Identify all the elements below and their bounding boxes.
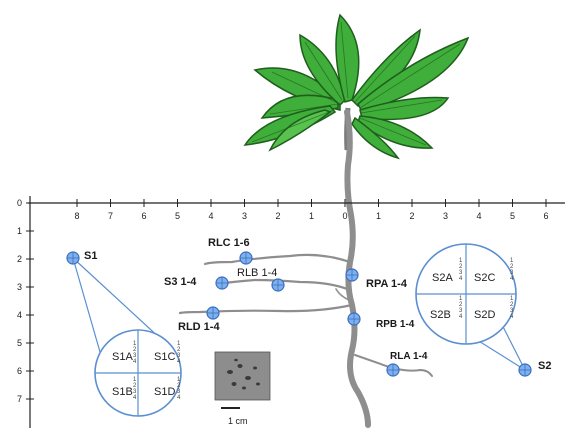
label-s1: S1 bbox=[84, 250, 97, 262]
x-tick-label: 5 bbox=[510, 211, 515, 221]
x-tick-label: 0 bbox=[342, 211, 347, 221]
cell-subtick-label: 1 bbox=[510, 296, 514, 302]
s2d-cell: S2D bbox=[474, 309, 495, 321]
lateral-root-rla bbox=[354, 354, 433, 377]
cell-subtick-label: 1 bbox=[177, 341, 181, 347]
s2b-cell: S2B bbox=[430, 309, 451, 321]
root-system bbox=[178, 109, 433, 428]
lateral-root-rld bbox=[178, 303, 354, 315]
cell-subtick-label: 2 bbox=[459, 302, 463, 308]
cell-subtick-label: 2 bbox=[177, 347, 181, 353]
cell-subtick-label: 1 bbox=[133, 341, 137, 347]
cell-subtick-label: 2 bbox=[133, 383, 137, 389]
x-tick-label: 6 bbox=[543, 211, 548, 221]
label-rla: RLA 1-4 bbox=[390, 351, 428, 362]
y-tick-label: 5 bbox=[17, 338, 22, 348]
cell-subtick-label: 4 bbox=[177, 359, 181, 365]
x-tick-label: 6 bbox=[141, 211, 146, 221]
cell-subtick-label: 3 bbox=[510, 270, 514, 276]
soil-sample-photo bbox=[214, 351, 271, 401]
cell-subtick-label: 4 bbox=[133, 395, 137, 401]
cell-subtick-label: 3 bbox=[133, 353, 137, 359]
cell-subtick-label: 1 bbox=[510, 258, 514, 264]
scale-label: 1 cm bbox=[228, 416, 248, 426]
cell-subtick-label: 3 bbox=[510, 308, 514, 314]
label-s2: S2 bbox=[538, 360, 551, 372]
leaf bbox=[335, 13, 360, 103]
label-s3: S3 1-4 bbox=[164, 276, 197, 288]
leaf bbox=[359, 96, 450, 121]
y-tick-label: 3 bbox=[17, 282, 22, 292]
x-tick-label: 4 bbox=[476, 211, 481, 221]
s2a-cell: S2A bbox=[432, 272, 453, 284]
x-tick-label: 3 bbox=[242, 211, 247, 221]
cell-subtick-label: 3 bbox=[177, 353, 181, 359]
y-tick-label: 0 bbox=[17, 198, 22, 208]
cell-subtick-label: 2 bbox=[510, 302, 514, 308]
cell-subtick-label: 1 bbox=[459, 258, 463, 264]
cell-subtick-label: 2 bbox=[177, 383, 181, 389]
cell-subtick-label: 1 bbox=[459, 296, 463, 302]
x-tick-label: 3 bbox=[443, 211, 448, 221]
label-rpa: RPA 1-4 bbox=[366, 278, 408, 290]
x-tick-label: 7 bbox=[108, 211, 113, 221]
x-tick-label: 2 bbox=[275, 211, 280, 221]
cell-subtick-label: 1 bbox=[133, 377, 137, 383]
cell-subtick-label: 4 bbox=[510, 314, 514, 320]
label-rld: RLD 1-4 bbox=[178, 321, 220, 333]
cell-subtick-label: 4 bbox=[133, 359, 137, 365]
label-rlc: RLC 1-6 bbox=[208, 237, 250, 249]
x-tick-label: 5 bbox=[175, 211, 180, 221]
plant-shoot bbox=[243, 13, 470, 160]
s1d-cell: S1D bbox=[154, 386, 175, 398]
y-tick-label: 2 bbox=[17, 254, 22, 264]
cell-subtick-label: 4 bbox=[510, 276, 514, 282]
x-tick-label: 2 bbox=[409, 211, 414, 221]
cell-subtick-label: 3 bbox=[133, 389, 137, 395]
sample-markers bbox=[66, 251, 532, 377]
s1a-cell: S1A bbox=[112, 351, 133, 363]
x-tick-label: 4 bbox=[208, 211, 213, 221]
y-tick-label: 6 bbox=[17, 366, 22, 376]
leaf bbox=[351, 116, 400, 160]
scale-photo: 1 cm bbox=[214, 351, 271, 426]
leaf bbox=[268, 109, 332, 152]
x-tick-label: 8 bbox=[74, 211, 79, 221]
cell-subtick-label: 3 bbox=[177, 389, 181, 395]
label-rlb: RLB 1-4 bbox=[237, 267, 277, 279]
sample-labels: S1 S2 S3 1-4 RLC 1-6 RLB 1-4 RLD 1-4 RPA… bbox=[84, 237, 551, 372]
taproot bbox=[344, 109, 371, 428]
x-tick-label: 1 bbox=[309, 211, 314, 221]
y-tick-label: 7 bbox=[17, 394, 22, 404]
cell-subtick-label: 4 bbox=[177, 395, 181, 401]
x-tick-label: 1 bbox=[376, 211, 381, 221]
cell-subtick-label: 4 bbox=[459, 276, 463, 282]
cell-subtick-label: 2 bbox=[510, 264, 514, 270]
cell-subtick-label: 3 bbox=[459, 270, 463, 276]
s1c-cell: S1C bbox=[154, 351, 175, 363]
s2c-cell: S2C bbox=[474, 272, 495, 284]
label-rpb: RPB 1-4 bbox=[376, 319, 415, 330]
lateral-root-rlc bbox=[203, 253, 352, 266]
cell-subtick-label: 3 bbox=[459, 308, 463, 314]
y-tick-label: 4 bbox=[17, 310, 22, 320]
cell-subtick-label: 4 bbox=[459, 314, 463, 320]
s1b-cell: S1B bbox=[112, 386, 133, 398]
cell-subtick-label: 2 bbox=[459, 264, 463, 270]
cell-subtick-label: 2 bbox=[133, 347, 137, 353]
y-tick-label: 1 bbox=[17, 226, 22, 236]
cell-subtick-label: 1 bbox=[177, 377, 181, 383]
